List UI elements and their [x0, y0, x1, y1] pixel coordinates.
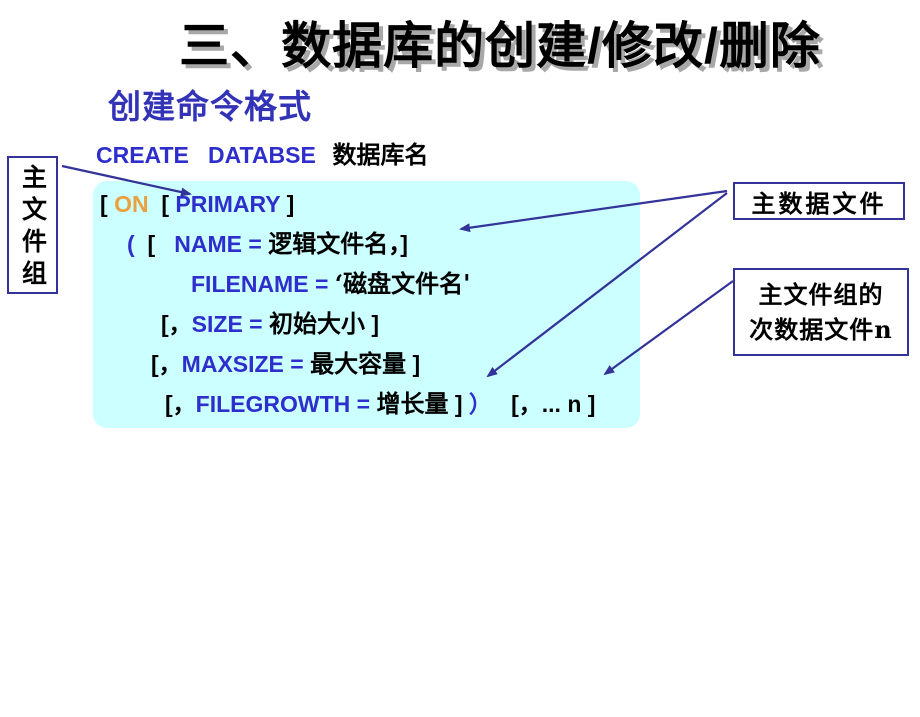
- code-segment: CREATE DATABSE: [96, 142, 316, 168]
- code-segment: 增长量: [376, 389, 449, 418]
- code-segment: 逻辑文件名，: [268, 229, 401, 258]
- code-segment: (: [127, 231, 135, 257]
- callout-primary-filegroup: 主文件组: [7, 156, 58, 294]
- code-segment: =: [242, 311, 270, 337]
- code-segment: ‘磁盘文件名': [334, 269, 471, 298]
- code-line: [，SIZE = 初始大小 ]: [93, 304, 713, 344]
- code-segment: ]: [280, 191, 295, 217]
- code-segment: [，: [151, 351, 182, 377]
- code-segment: =: [308, 271, 335, 297]
- code-segment: =: [242, 231, 269, 257]
- code-segment: [，... n ]: [491, 391, 596, 417]
- code-segment: ON: [114, 191, 149, 217]
- slide-title: 三、数据库的创建/修改/删除: [179, 18, 821, 74]
- code-line: ( [ NAME = 逻辑文件名，]: [93, 224, 713, 264]
- code-segment: [: [148, 191, 176, 217]
- code-segment: FILENAME: [191, 271, 309, 297]
- slide-subtitle: 创建命令格式: [108, 88, 312, 125]
- code-segment: NAME: [174, 231, 243, 257]
- callout-secondary-line1: 主文件组的: [758, 280, 884, 309]
- callout-primary-data-file: 主数据文件: [733, 182, 905, 220]
- code-segment: MAXSIZE: [181, 351, 284, 377]
- code-segment: [，: [165, 391, 196, 417]
- code-segment: PRIMARY: [175, 191, 281, 217]
- code-segment: =: [350, 391, 377, 417]
- create-statement-line: CREATE DATABSE 数据库名: [96, 141, 429, 169]
- code-segment: FILEGROWTH: [195, 391, 351, 417]
- callout-secondary-line2: 次数据文件n: [749, 315, 893, 344]
- code-segment: 数据库名: [315, 140, 429, 169]
- code-line: FILENAME = ‘磁盘文件名': [93, 264, 713, 304]
- code-segment: SIZE: [191, 311, 243, 337]
- code-segment: 最大容量: [310, 349, 407, 378]
- code-segment: ]: [400, 231, 408, 257]
- code-line: [，MAXSIZE = 最大容量 ]: [93, 344, 713, 384]
- code-segment: =: [283, 351, 311, 377]
- code-lines: [ ON [ PRIMARY ]( [ NAME = 逻辑文件名，]FILENA…: [93, 184, 713, 424]
- code-segment: ）: [462, 391, 492, 417]
- code-segment: ]: [365, 311, 380, 337]
- code-segment: [，: [161, 311, 192, 337]
- code-segment: [: [100, 191, 115, 217]
- callout-secondary-data-files: 主文件组的 次数据文件n: [733, 268, 909, 356]
- code-line: [，FILEGROWTH = 增长量 ] ） [，... n ]: [93, 384, 713, 424]
- code-segment: [: [134, 231, 175, 257]
- code-line: [ ON [ PRIMARY ]: [93, 184, 713, 224]
- code-segment: ]: [448, 391, 463, 417]
- code-segment: ]: [406, 351, 421, 377]
- code-segment: 初始大小: [269, 309, 366, 338]
